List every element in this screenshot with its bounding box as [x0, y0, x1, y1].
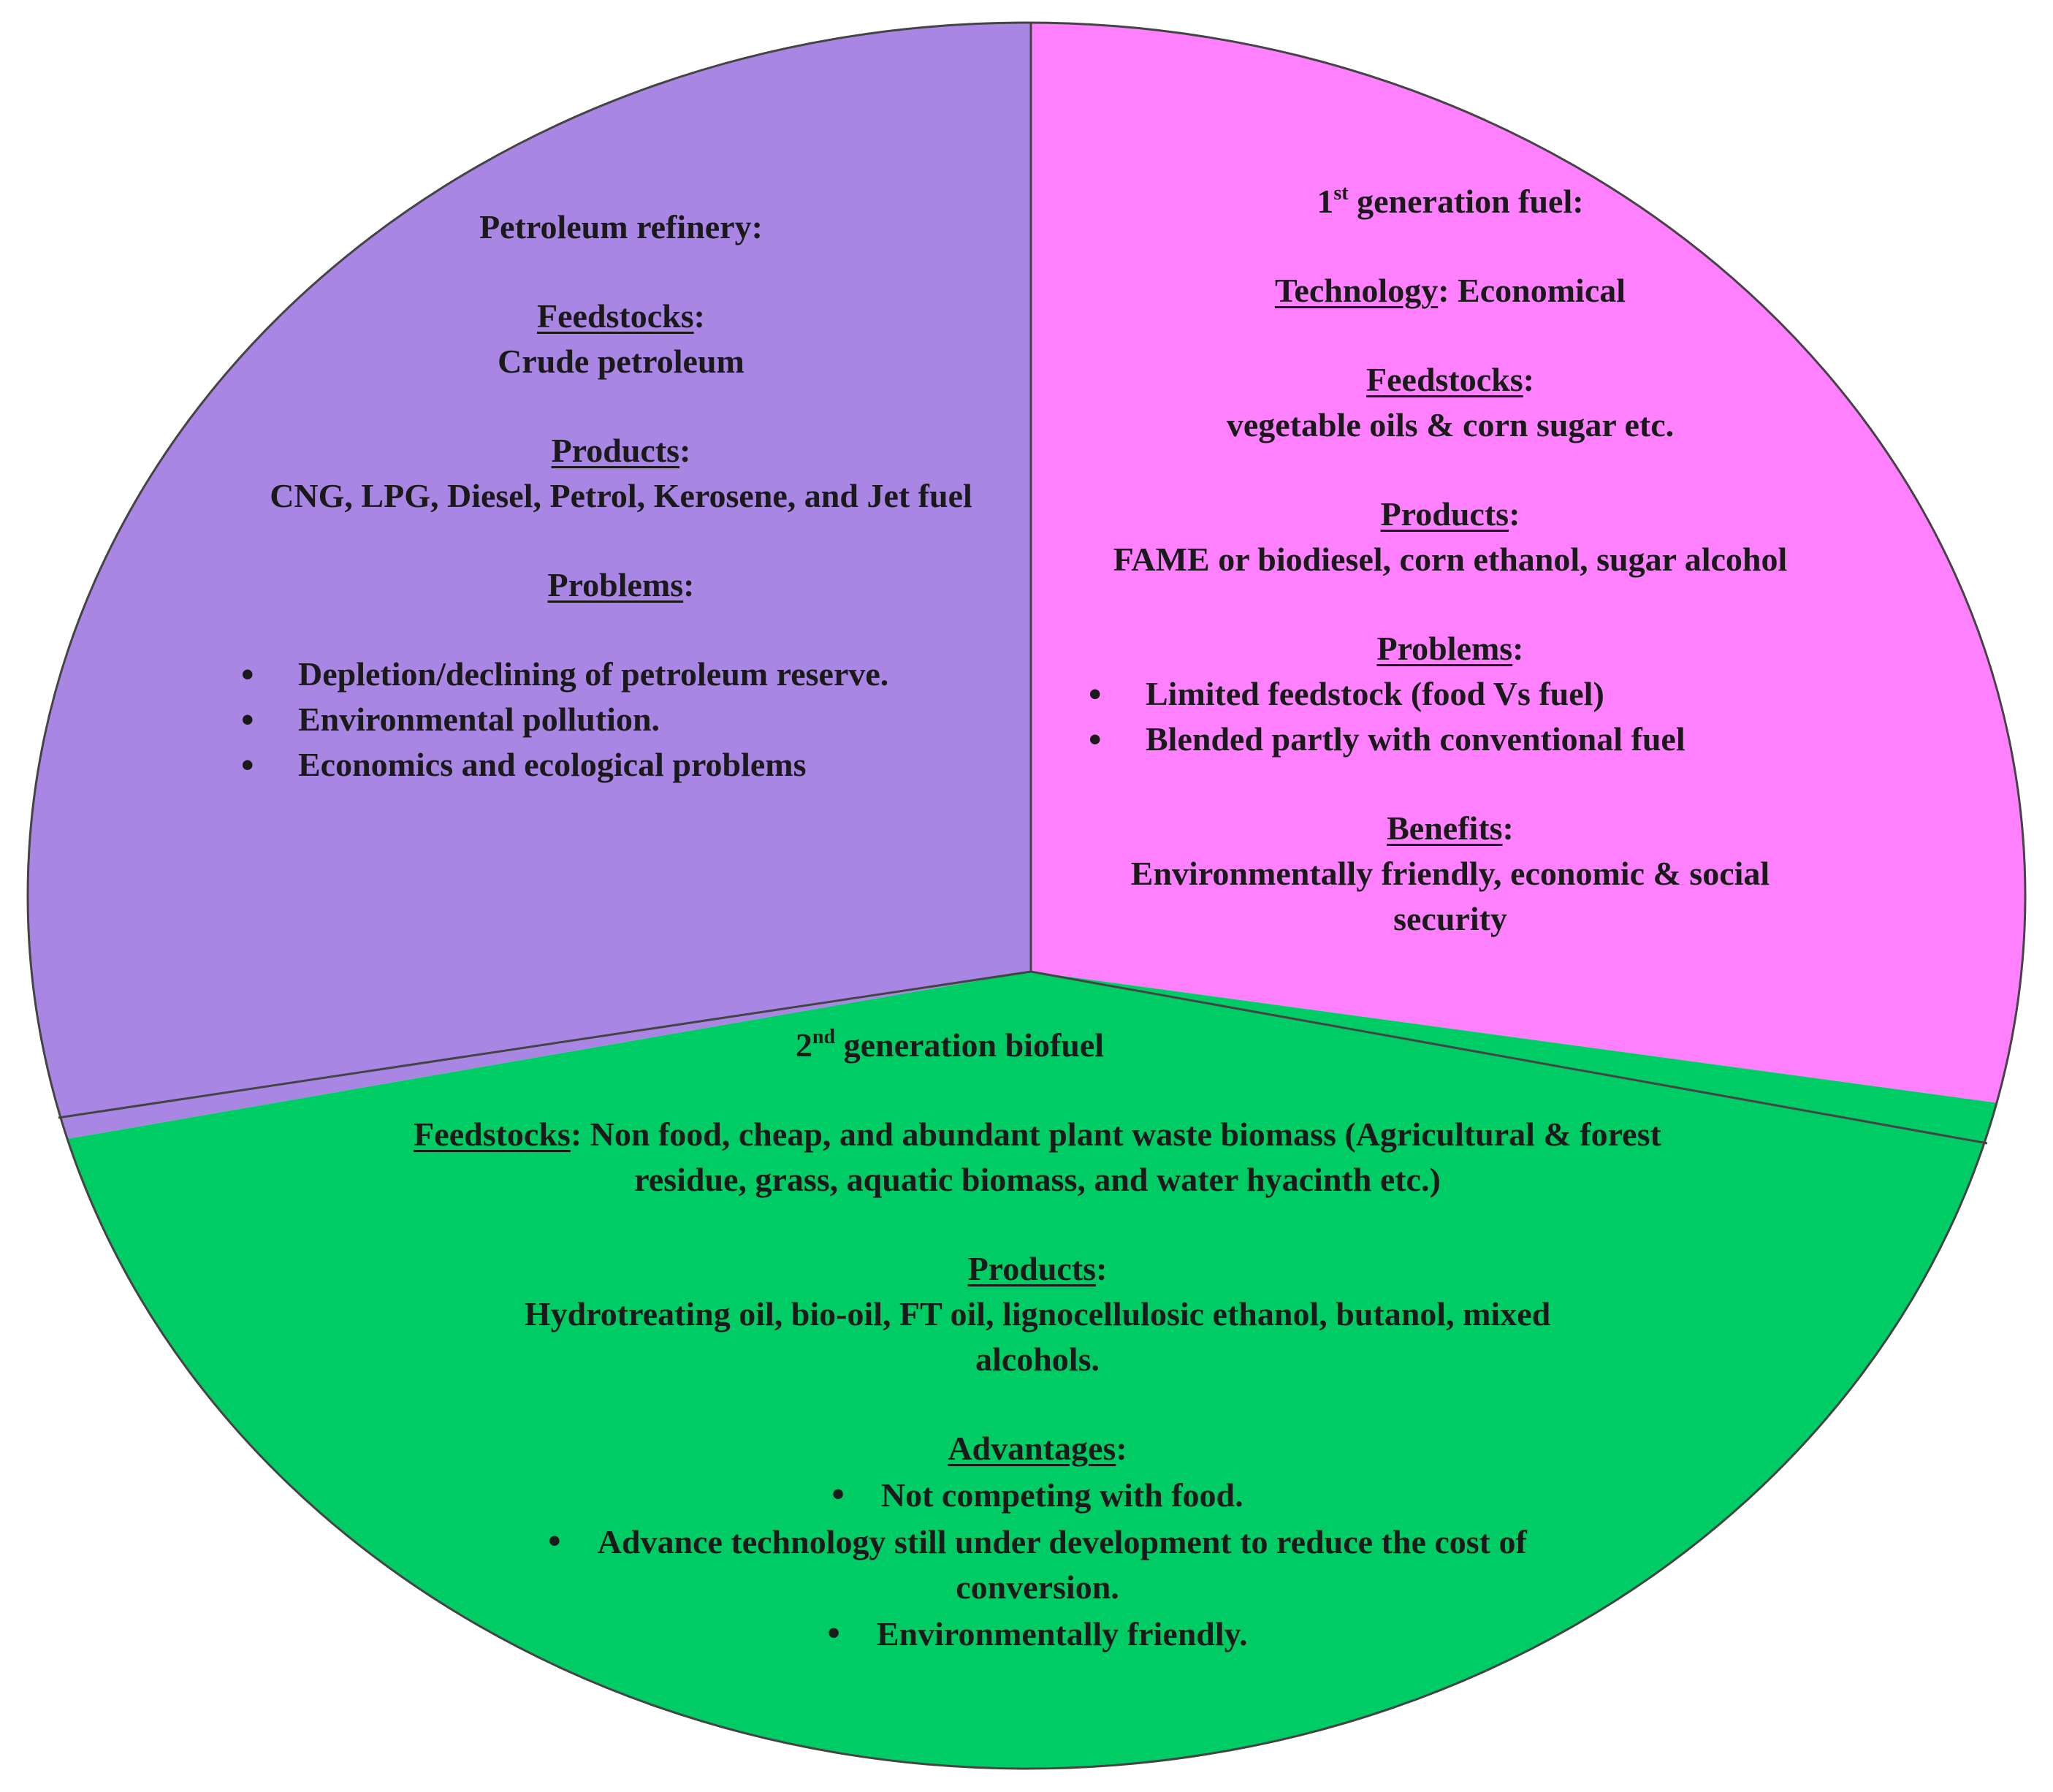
second-gen-products-value: Hydrotreating oil, bio-oil, FT oil, lign… — [524, 1295, 1551, 1378]
colon: : — [1096, 1250, 1108, 1287]
title-number: 2 — [795, 1026, 812, 1064]
petroleum-problems-list: Depletion/declining of petroleum reserve… — [241, 652, 1008, 788]
list-item: Advance technology still under developme… — [453, 1518, 1622, 1610]
list-item: Depletion/declining of petroleum reserve… — [241, 652, 1008, 697]
colon: : — [683, 566, 695, 603]
colon: : — [1512, 630, 1524, 667]
colon: : — [693, 297, 705, 335]
list-item: Blended partly with conventional fuel — [1089, 717, 1863, 762]
first-gen-products-value: FAME or biodiesel, corn ethanol, sugar a… — [1113, 541, 1788, 578]
first-gen-technology-heading: Technology — [1274, 272, 1439, 309]
petroleum-feedstocks-value: Crude petroleum — [498, 343, 744, 380]
title-number: 1 — [1317, 183, 1334, 220]
petroleum-problems-heading: Problems — [547, 566, 684, 603]
list-item: Limited feedstock (food Vs fuel) — [1089, 671, 1863, 717]
first-gen-feedstocks-value: vegetable oils & corn sugar etc. — [1226, 406, 1675, 443]
petroleum-feedstocks-heading: Feedstocks — [537, 297, 694, 335]
first-gen-technology-value: Economical — [1449, 272, 1626, 309]
divider-left — [58, 970, 1032, 1119]
second-gen-feedstocks-value: Non food, cheap, and abundant plant wast… — [582, 1116, 1661, 1198]
colon: : — [1438, 272, 1450, 309]
colon: : — [570, 1116, 582, 1153]
first-generation-text: 1st generation fuel: Technology: Economi… — [1037, 179, 1863, 942]
title-text: generation biofuel — [835, 1026, 1105, 1064]
divider-right — [1030, 970, 1988, 1145]
petroleum-refinery-text: Petroleum refinery: Feedstocks: Crude pe… — [226, 205, 1016, 788]
first-gen-problems-list: Limited feedstock (food Vs fuel) Blended… — [1089, 671, 1863, 762]
list-item: Economics and ecological problems — [241, 742, 1008, 788]
second-gen-feedstocks-heading: Feedstocks — [414, 1116, 571, 1153]
second-gen-advantages-heading: Advantages — [948, 1430, 1116, 1467]
list-item: Environmental pollution. — [241, 697, 1008, 742]
second-generation-text: 2nd generation biofuel Feedstocks: Non f… — [351, 1023, 1724, 1657]
colon: : — [1502, 809, 1514, 847]
title-text: generation fuel: — [1348, 183, 1584, 220]
title-ordinal: st — [1333, 182, 1349, 205]
colon: : — [679, 432, 691, 469]
first-gen-benefits-heading: Benefits — [1387, 809, 1503, 847]
colon: : — [1116, 1430, 1127, 1467]
title-ordinal: nd — [812, 1026, 836, 1048]
first-gen-feedstocks-heading: Feedstocks — [1366, 361, 1523, 398]
colon: : — [1523, 361, 1534, 398]
petroleum-title: Petroleum refinery: — [479, 208, 763, 245]
diagram-outline — [26, 21, 2027, 1770]
first-gen-title: 1st generation fuel: — [1037, 179, 1863, 224]
second-gen-title: 2nd generation biofuel — [351, 1023, 1724, 1068]
petroleum-products-heading: Products — [551, 432, 680, 469]
first-gen-problems-heading: Problems — [1376, 630, 1513, 667]
first-gen-benefits-value: Environmentally friendly, economic & soc… — [1130, 855, 1770, 937]
second-gen-products-heading: Products — [967, 1250, 1097, 1287]
list-item: Environmentally friendly. — [453, 1610, 1622, 1657]
first-gen-products-heading: Products — [1380, 495, 1509, 533]
second-gen-advantages-list: Not competing with food. Advance technol… — [453, 1471, 1622, 1657]
list-item: Not competing with food. — [453, 1471, 1622, 1518]
colon: : — [1509, 495, 1520, 533]
petroleum-products-value: CNG, LPG, Diesel, Petrol, Kerosene, and … — [270, 477, 972, 514]
